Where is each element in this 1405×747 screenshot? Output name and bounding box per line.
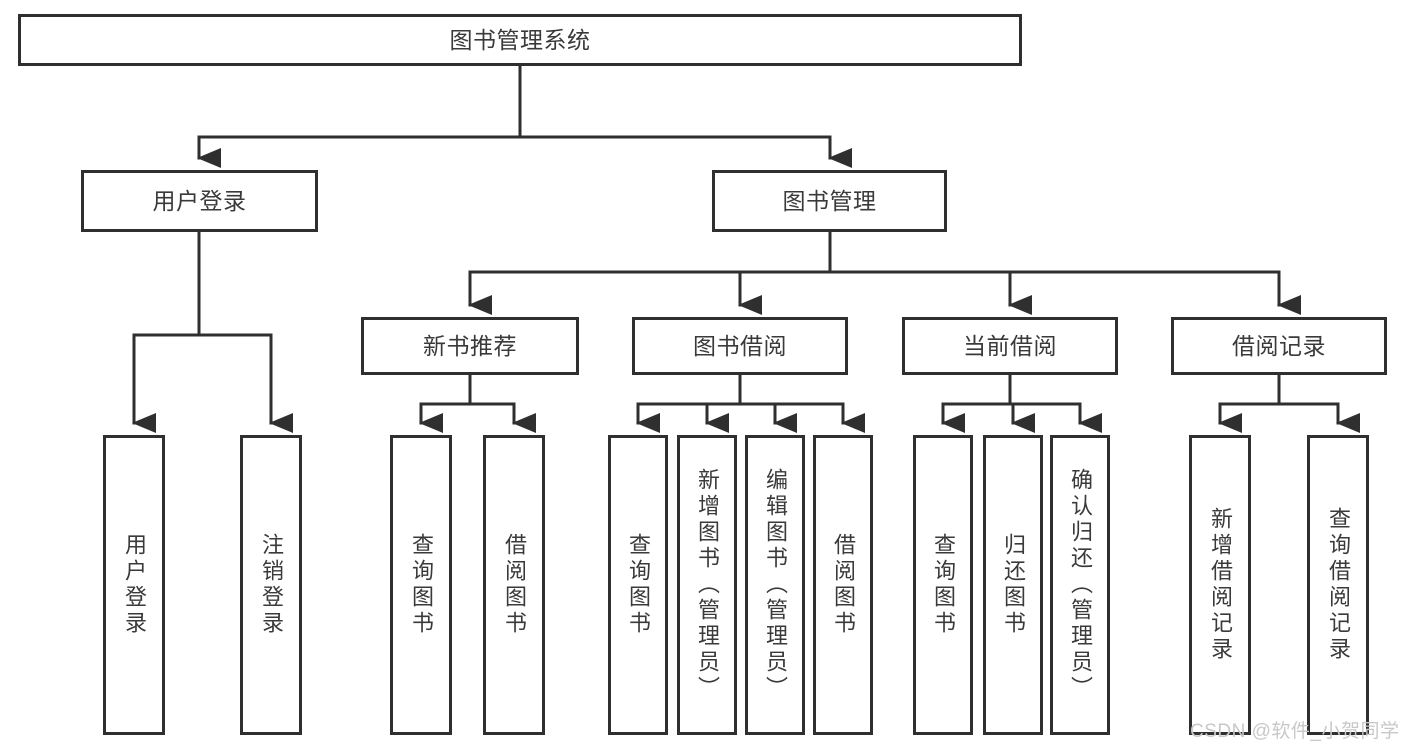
node-user-login-label: 用户登录 [152, 187, 247, 214]
leaf-query-book-borrow[interactable]: 查询图书 [608, 435, 668, 735]
node-new-book-recommend-label: 新书推荐 [423, 332, 517, 359]
leaf-add-book-admin-label: 新增图书（管理员） [695, 468, 720, 702]
leaf-query-book-borrow-label: 查询图书 [626, 533, 651, 637]
leaf-return-book[interactable]: 归还图书 [983, 435, 1043, 735]
node-current-borrow[interactable]: 当前借阅 [902, 317, 1118, 375]
node-book-management[interactable]: 图书管理 [712, 170, 947, 232]
leaf-user-login-label: 用户登录 [122, 533, 147, 637]
leaf-add-borrow-record-label: 新增借阅记录 [1208, 507, 1233, 663]
leaf-query-book-current-label: 查询图书 [931, 533, 956, 637]
node-borrow-record-label: 借阅记录 [1232, 332, 1326, 359]
leaf-add-book-admin[interactable]: 新增图书（管理员） [677, 435, 737, 735]
node-current-borrow-label: 当前借阅 [963, 332, 1057, 359]
node-user-login[interactable]: 用户登录 [81, 170, 318, 232]
leaf-edit-book-admin[interactable]: 编辑图书（管理员） [745, 435, 805, 735]
leaf-borrow-book-recommend-label: 借阅图书 [502, 533, 527, 637]
leaf-confirm-return-admin-label: 确认归还（管理员） [1068, 468, 1093, 702]
leaf-confirm-return-admin[interactable]: 确认归还（管理员） [1050, 435, 1110, 735]
leaf-query-borrow-record[interactable]: 查询借阅记录 [1307, 435, 1369, 735]
node-root-label: 图书管理系统 [449, 26, 591, 53]
node-book-borrow-label: 图书借阅 [693, 332, 787, 359]
leaf-borrow-book-recommend[interactable]: 借阅图书 [483, 435, 545, 735]
leaf-edit-book-admin-label: 编辑图书（管理员） [763, 468, 788, 702]
leaf-borrow-book[interactable]: 借阅图书 [813, 435, 873, 735]
leaf-logout[interactable]: 注销登录 [240, 435, 302, 735]
leaf-user-login[interactable]: 用户登录 [103, 435, 165, 735]
leaf-query-book-current[interactable]: 查询图书 [913, 435, 973, 735]
node-borrow-record[interactable]: 借阅记录 [1171, 317, 1387, 375]
node-new-book-recommend[interactable]: 新书推荐 [361, 317, 579, 375]
node-root[interactable]: 图书管理系统 [18, 14, 1022, 66]
node-book-management-label: 图书管理 [782, 187, 877, 214]
leaf-query-book-recommend-label: 查询图书 [409, 533, 434, 637]
leaf-return-book-label: 归还图书 [1001, 533, 1026, 637]
leaf-logout-label: 注销登录 [259, 533, 284, 637]
leaf-add-borrow-record[interactable]: 新增借阅记录 [1189, 435, 1251, 735]
leaf-query-book-recommend[interactable]: 查询图书 [390, 435, 452, 735]
leaf-borrow-book-label: 借阅图书 [831, 533, 856, 637]
leaf-query-borrow-record-label: 查询借阅记录 [1326, 507, 1351, 663]
node-book-borrow[interactable]: 图书借阅 [632, 317, 848, 375]
